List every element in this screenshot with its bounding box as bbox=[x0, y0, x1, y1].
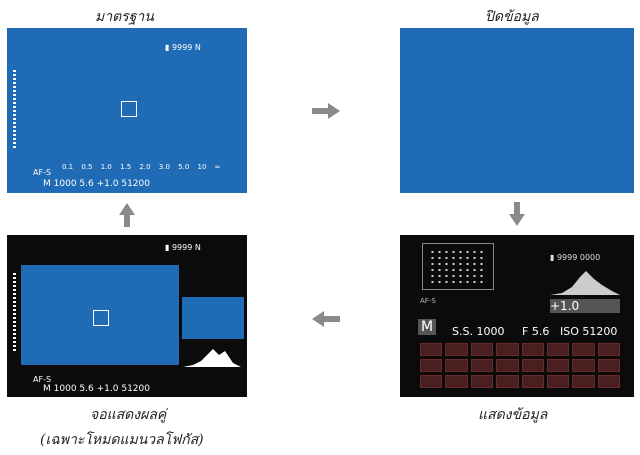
info-exposure-comp: +1.0 bbox=[550, 299, 620, 313]
caption-dual-line1: จอแสดงผลคู่ bbox=[90, 407, 167, 423]
arrow-left-icon bbox=[312, 311, 340, 327]
info-af-mode: AF-S bbox=[420, 297, 436, 305]
info-iso-value: 51200 bbox=[582, 325, 618, 338]
arrow-up-icon bbox=[119, 203, 135, 227]
info-iso-label: ISO bbox=[560, 325, 579, 338]
level-indicator bbox=[13, 70, 16, 150]
focus-zoom-view bbox=[182, 297, 244, 339]
dual-af-mode: AF-S bbox=[33, 375, 52, 384]
setting-buttons bbox=[420, 343, 620, 388]
af-mode: AF-S bbox=[33, 168, 52, 177]
arrow-down-icon bbox=[509, 202, 525, 226]
iso: 51200 bbox=[121, 179, 150, 189]
exposure-comp-value: +1.0 bbox=[550, 299, 580, 313]
info-off-screen bbox=[400, 28, 634, 193]
dual-exposure-comp: +1.0 bbox=[96, 384, 119, 394]
dual-quality: N bbox=[194, 243, 201, 252]
caption-dual-line2: (เฉพาะโหมดแมนวลโฟกัส) bbox=[40, 432, 204, 448]
dual-shutter: 1000 bbox=[53, 384, 77, 394]
caption-standard: มาตรฐาน bbox=[95, 9, 154, 25]
info-shutter: S.S. 1000 bbox=[452, 325, 504, 338]
distance-scale: 0.1 0.5 1.0 1.5 2.0 3.0 5.0 10 ∞ bbox=[62, 163, 221, 171]
shutter: 1000 bbox=[53, 179, 77, 189]
info-card-icon: ▮ bbox=[550, 253, 555, 262]
focus-frame bbox=[121, 101, 137, 117]
aperture: 5.6 bbox=[79, 179, 94, 189]
quality: N bbox=[194, 43, 201, 52]
mode: M bbox=[43, 179, 51, 189]
dual-aperture: 5.6 bbox=[79, 384, 94, 394]
top-status: ▮ 9999 N bbox=[165, 43, 201, 52]
info-aperture-value: 5.6 bbox=[531, 325, 550, 338]
dual-focus-frame bbox=[93, 310, 109, 326]
frames-remaining: 9999 bbox=[171, 43, 193, 52]
info-counter: 0000 bbox=[579, 253, 601, 262]
info-frames: ▮ 9999 0000 bbox=[550, 253, 600, 262]
dual-bottom-status: M 1000 5.6 +1.0 51200 bbox=[43, 385, 150, 394]
caption-info-off: ปิดข้อมูล bbox=[485, 9, 539, 25]
info-display-screen: AF-S ▮ 9999 0000 +1.0 M S.S. 1000 F 5.6 … bbox=[400, 235, 634, 397]
info-aperture-label: F bbox=[522, 325, 529, 338]
exposure-comp: +1.0 bbox=[96, 179, 119, 189]
card-icon: ▮ bbox=[165, 243, 170, 252]
main-view bbox=[21, 265, 179, 365]
dual-display-screen: ▮ 9999 N AF-S M 1000 5.6 +1.0 51200 bbox=[7, 235, 247, 397]
dual-level-indicator bbox=[13, 273, 16, 353]
arrow-right-icon bbox=[312, 103, 340, 119]
info-frames-value: 9999 bbox=[556, 253, 578, 262]
info-shutter-label: S.S. bbox=[452, 325, 473, 338]
dual-mode: M bbox=[43, 384, 51, 394]
standard-screen: ▮ 9999 N AF-S 0.1 0.5 1.0 1.5 2.0 3.0 5.… bbox=[7, 28, 247, 193]
histogram bbox=[183, 349, 241, 367]
info-histogram bbox=[550, 271, 620, 295]
info-aperture: F 5.6 bbox=[522, 325, 549, 338]
info-shutter-value: 1000 bbox=[476, 325, 505, 338]
dual-frames: 9999 bbox=[171, 243, 193, 252]
caption-info-display: แสดงข้อมูล bbox=[478, 407, 548, 423]
dual-top-status: ▮ 9999 N bbox=[165, 243, 201, 252]
info-mode: M bbox=[418, 319, 437, 335]
bottom-status: M 1000 5.6 +1.0 51200 bbox=[43, 180, 150, 189]
dual-iso: 51200 bbox=[121, 384, 150, 394]
info-iso: ISO 51200 bbox=[560, 325, 617, 338]
af-point-map bbox=[422, 243, 494, 290]
card-icon: ▮ bbox=[165, 43, 170, 52]
